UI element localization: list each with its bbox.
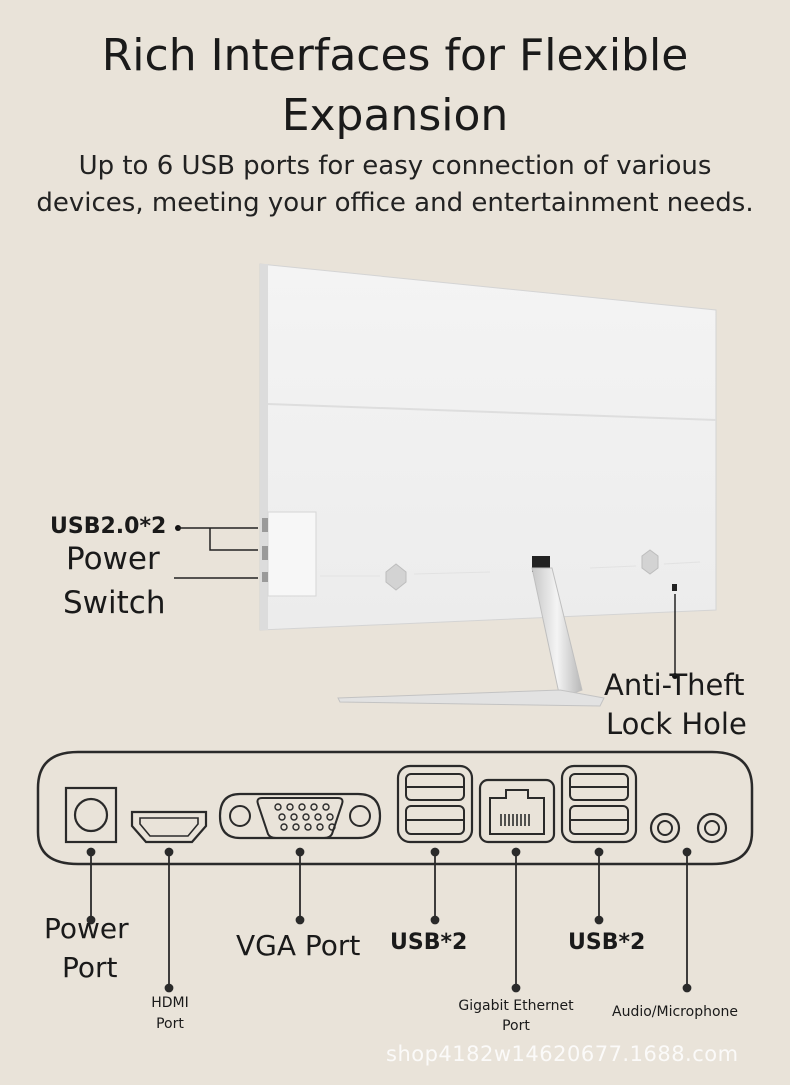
usb20-port-1: [262, 518, 268, 532]
stand-neck: [531, 567, 583, 699]
power-port-icon: [64, 786, 118, 844]
hdmi-label-line2: Port: [156, 1016, 184, 1032]
ethernet-port-icon: [478, 778, 556, 844]
port-panel-diagram: [36, 750, 754, 993]
monitor-edge: [260, 264, 268, 630]
usb20-port-2: [262, 546, 268, 560]
usb-a-label: USB*2: [390, 930, 468, 955]
power-port-label-line1: Power: [44, 912, 129, 945]
monitor-back: [259, 263, 717, 631]
anti-theft-label-line1: Anti-Theft: [604, 668, 745, 702]
usb20-label: USB2.0*2: [50, 514, 167, 539]
hdmi-port-icon: [130, 810, 208, 844]
power-switch-label-line2: Switch: [63, 585, 166, 621]
vga-port-icon: [218, 792, 382, 840]
speaker-grille-right: [641, 549, 659, 575]
lock-hole: [672, 584, 677, 591]
usb-port-icon: [396, 764, 474, 844]
audio-jack-icon: [649, 812, 681, 844]
microphone-jack-icon: [696, 812, 728, 844]
vga-label: VGA Port: [236, 929, 361, 962]
page-title-line2: Expansion: [281, 90, 509, 141]
monitor-illustration: [174, 263, 717, 707]
page-title-line1: Rich Interfaces for Flexible: [101, 30, 689, 81]
subtitle-line1: Up to 6 USB ports for easy connection of…: [78, 151, 712, 181]
ethernet-label-line1: Gigabit Ethernet: [458, 998, 574, 1014]
hdmi-label-line1: HDMI: [151, 995, 189, 1011]
port-panel-outline: [36, 750, 754, 866]
stand-base: [337, 689, 605, 707]
ethernet-label-line2: Port: [502, 1018, 530, 1034]
speaker-grille-left: [385, 563, 407, 591]
watermark: shop4182w14620677.1688.com: [386, 1042, 739, 1066]
power-port-label-line2: Port: [62, 951, 118, 984]
anti-theft-label-line2: Lock Hole: [606, 707, 747, 741]
usb-port-icon: [560, 764, 638, 844]
power-switch-label-line1: Power: [66, 541, 160, 577]
power-switch: [262, 572, 268, 582]
side-port-block: [267, 511, 317, 597]
usb-b-label: USB*2: [568, 930, 646, 955]
audio-label: Audio/Microphone: [612, 1004, 738, 1020]
subtitle-line2: devices, meeting your office and enterta…: [36, 188, 754, 218]
